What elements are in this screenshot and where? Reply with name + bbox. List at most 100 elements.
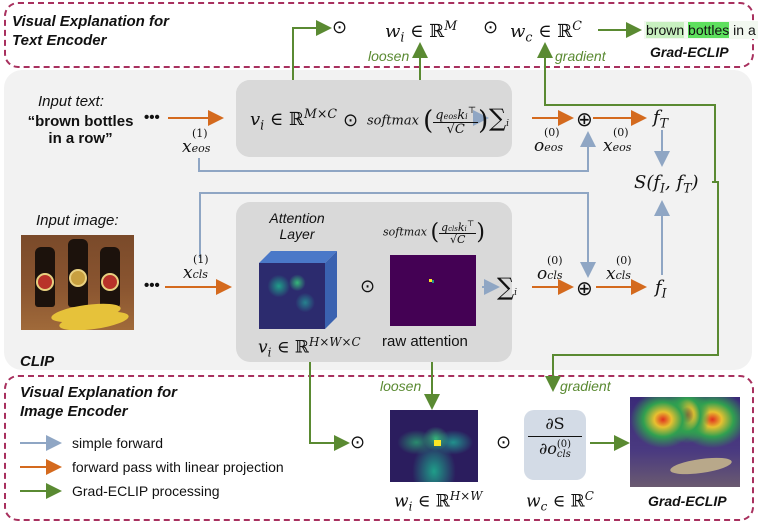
vi-set: ∈ ℝ <box>264 108 304 130</box>
text-encoder-panel-title: Visual Explanation for Text Encoder <box>12 12 169 50</box>
value-cube-top <box>259 251 337 263</box>
green-wire-s-to-grad <box>545 181 719 392</box>
x-eos-0-sup: (0) <box>613 126 629 139</box>
wi-img-sub: i <box>408 499 413 514</box>
text-explanation-result: brown bottles in a row <box>644 21 758 39</box>
sum-image: ∑i <box>497 273 517 301</box>
input-image-label: Input image: <box>36 212 119 229</box>
wi-heatmap <box>390 410 478 482</box>
grad-den-sup: (0) <box>556 438 572 450</box>
sum-symbol: ∑ <box>489 104 507 132</box>
legend-grad-eclip: Grad-ECLIP processing <box>72 483 220 499</box>
sqrt-c: √C <box>446 121 465 137</box>
gradient-fraction: ∂S ∂o(0)cls <box>528 414 582 460</box>
x-eos-0-sub: eos <box>612 141 632 154</box>
x-eos-0-base: x <box>603 136 613 156</box>
o-cls-0-sub: cls <box>547 269 563 282</box>
odot-operator-text-2: ⊙ <box>483 17 499 38</box>
grad-eclip-image-heatmap <box>630 397 740 487</box>
x-eos-1-sub: eos <box>191 142 211 155</box>
wc-img-sup: C <box>584 489 594 503</box>
input-text-label: Input text: <box>38 93 104 110</box>
legend-simple-forward: simple forward <box>72 435 164 451</box>
wi-img-set: ∈ ℝ <box>412 491 450 512</box>
wi-img-sup: H×W <box>449 489 483 503</box>
wc-sup: C <box>572 18 582 33</box>
wc-image-formula: wc ∈ ℝC <box>526 489 594 514</box>
img-title-line2: Image Encoder <box>20 403 128 420</box>
x-eos-0: (0)xeos <box>603 127 631 155</box>
softmax-text-formula: softmax (qeoski⊤√C) <box>367 105 489 137</box>
f-i-base: f <box>655 277 662 298</box>
attention-layer-line1: Attention <box>269 210 325 226</box>
bottle-3 <box>100 247 120 307</box>
x-cls-1-base: x <box>183 263 193 283</box>
input-text-line2: in a row” <box>48 130 113 147</box>
input-text-line1: “brown bottles <box>27 113 134 130</box>
wc-img-base: w <box>526 491 541 512</box>
wi-image-formula: wi ∈ ℝH×W <box>394 489 482 514</box>
x-cls-1-sup: (1) <box>193 253 209 266</box>
o-eos-0-base: o <box>534 136 545 156</box>
green-wire-vi-to-odot <box>292 20 332 80</box>
wi-sup: M <box>444 18 458 33</box>
wc-sub: c <box>525 29 533 45</box>
vi-text-formula: vi ∈ ℝM×C <box>250 106 337 132</box>
x-cls-1: (1)xcls <box>183 254 209 282</box>
f-i: fI <box>655 277 667 300</box>
value-cube-side <box>325 251 337 329</box>
x-cls-0-sub: cls <box>615 269 631 282</box>
f-t: fT <box>653 107 668 130</box>
text-result-label: Grad-ECLIP <box>650 44 729 60</box>
f-t-sub: T <box>659 115 669 131</box>
word-bottles: bottles <box>688 22 730 38</box>
odot-operator-text-1: ⊙ <box>332 17 348 38</box>
softmax-label-img: softmax <box>383 225 427 239</box>
loosen-label-text: loosen <box>368 48 410 64</box>
bottle-1 <box>35 247 55 307</box>
wi-sub: i <box>400 29 405 45</box>
green-wire-gradient-text <box>537 42 716 182</box>
o-eos-0: (0)oeos <box>534 127 563 155</box>
wc-text-formula: wc ∈ ℝC <box>510 18 582 44</box>
word-in-a-row: in a row <box>733 22 758 38</box>
grad-den-base: ∂o <box>538 439 557 458</box>
x-cls-0: (0)xcls <box>606 255 632 283</box>
o-cls-0: (0)ocls <box>537 255 563 283</box>
input-text-value: “brown bottles in a row” <box>18 113 143 147</box>
ellipsis-text: ••• <box>144 109 160 126</box>
vi-sub: i <box>260 117 265 133</box>
q-cls-sub: cls <box>448 225 458 233</box>
raw-attention-map <box>390 255 476 326</box>
f-t-base: f <box>653 107 660 128</box>
odot-operator-image-attn: ⊙ <box>360 276 376 297</box>
softmax-label: softmax <box>367 113 419 129</box>
wc-img-set: ∈ ℝ <box>547 491 585 512</box>
text-attention-box-ext <box>236 80 512 157</box>
k-sub: i <box>465 111 468 121</box>
vi-image-formula: vi ∈ ℝH×W×C <box>258 335 361 360</box>
wi-set: ∈ ℝ <box>404 20 445 42</box>
blue-residual-text <box>198 131 596 172</box>
q-sub: eos <box>443 111 458 121</box>
img-title-line1: Visual Explanation for <box>20 384 177 401</box>
title-line1: Visual Explanation for <box>12 13 169 30</box>
x-cls-0-sup: (0) <box>616 254 632 267</box>
o-cls-0-sup: (0) <box>547 254 563 267</box>
x-cls-0-base: x <box>606 264 616 284</box>
loosen-label-image: loosen <box>380 378 422 394</box>
vi-sup: M×C <box>303 106 338 121</box>
gradient-label-image: gradient <box>560 378 611 394</box>
k-sup: ⊤ <box>467 105 477 116</box>
image-encoder-panel-title: Visual Explanation for Image Encoder <box>20 383 177 421</box>
x-eos-1: (1)xeos <box>182 128 210 156</box>
sum-sub: i <box>506 119 510 129</box>
image-result-label: Grad-ECLIP <box>648 493 727 509</box>
k-base: k <box>457 107 466 123</box>
gradient-box <box>524 410 586 480</box>
heatmap-banana <box>669 454 733 478</box>
s-ft-base: f <box>676 172 684 193</box>
oplus-image: ⊕ <box>576 276 593 300</box>
wc-base: w <box>510 20 526 42</box>
